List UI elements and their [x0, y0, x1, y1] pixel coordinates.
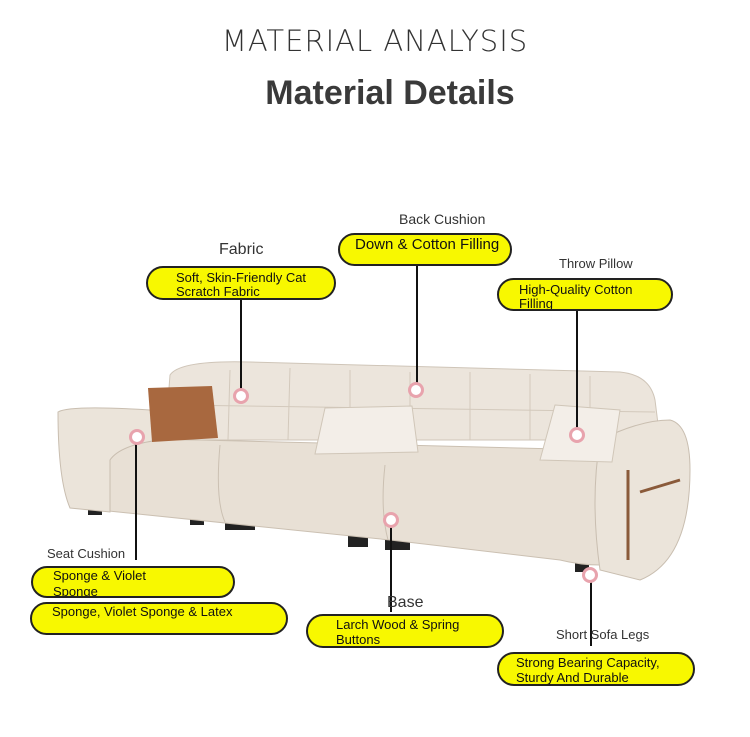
throw-pillow-white-center — [314, 405, 419, 455]
page-title: Material Details — [265, 74, 515, 112]
legs-marker — [585, 570, 595, 580]
throw-pillow-label: Throw Pillow — [559, 256, 633, 271]
back-cushion-leader — [416, 265, 418, 390]
throw-pillow-callout: High-Quality Cotton Filling — [497, 278, 673, 311]
throw-pillow-marker — [572, 430, 582, 440]
sofa-arm-right — [594, 419, 691, 581]
throw-pillow-brown — [148, 386, 218, 442]
back-cushion-label: Back Cushion — [399, 211, 486, 227]
seat-cushion-callout-2: Sponge, Violet Sponge & Latex — [30, 602, 288, 635]
legs-callout: Strong Bearing Capacity, Sturdy And Dura… — [497, 652, 695, 686]
legs-leader — [590, 576, 592, 646]
legs-label: Short Sofa Legs — [556, 627, 650, 642]
base-callout: Larch Wood & Spring Buttons — [306, 614, 504, 648]
seat-cushion-leader — [135, 438, 137, 560]
seat-cushion-label: Seat Cushion — [47, 546, 126, 561]
throw-pillow-leader — [576, 310, 578, 435]
seat-cushion-callout-1: Sponge & Violet Sponge — [31, 566, 235, 598]
base-label: Base — [387, 594, 424, 611]
fabric-callout: Soft, Skin-Friendly Cat Scratch Fabric — [146, 266, 336, 300]
fabric-label: Fabric — [219, 241, 264, 258]
back-cushion-marker — [411, 385, 421, 395]
seat-cushion-marker — [132, 432, 142, 442]
base-leader — [390, 520, 392, 612]
back-cushion-callout: Down & Cotton Filling — [338, 233, 512, 266]
eyebrow-heading: MATERIAL ANALYSIS — [221, 24, 529, 58]
fabric-leader — [240, 300, 242, 395]
fabric-marker — [236, 391, 246, 401]
base-marker — [386, 515, 396, 525]
